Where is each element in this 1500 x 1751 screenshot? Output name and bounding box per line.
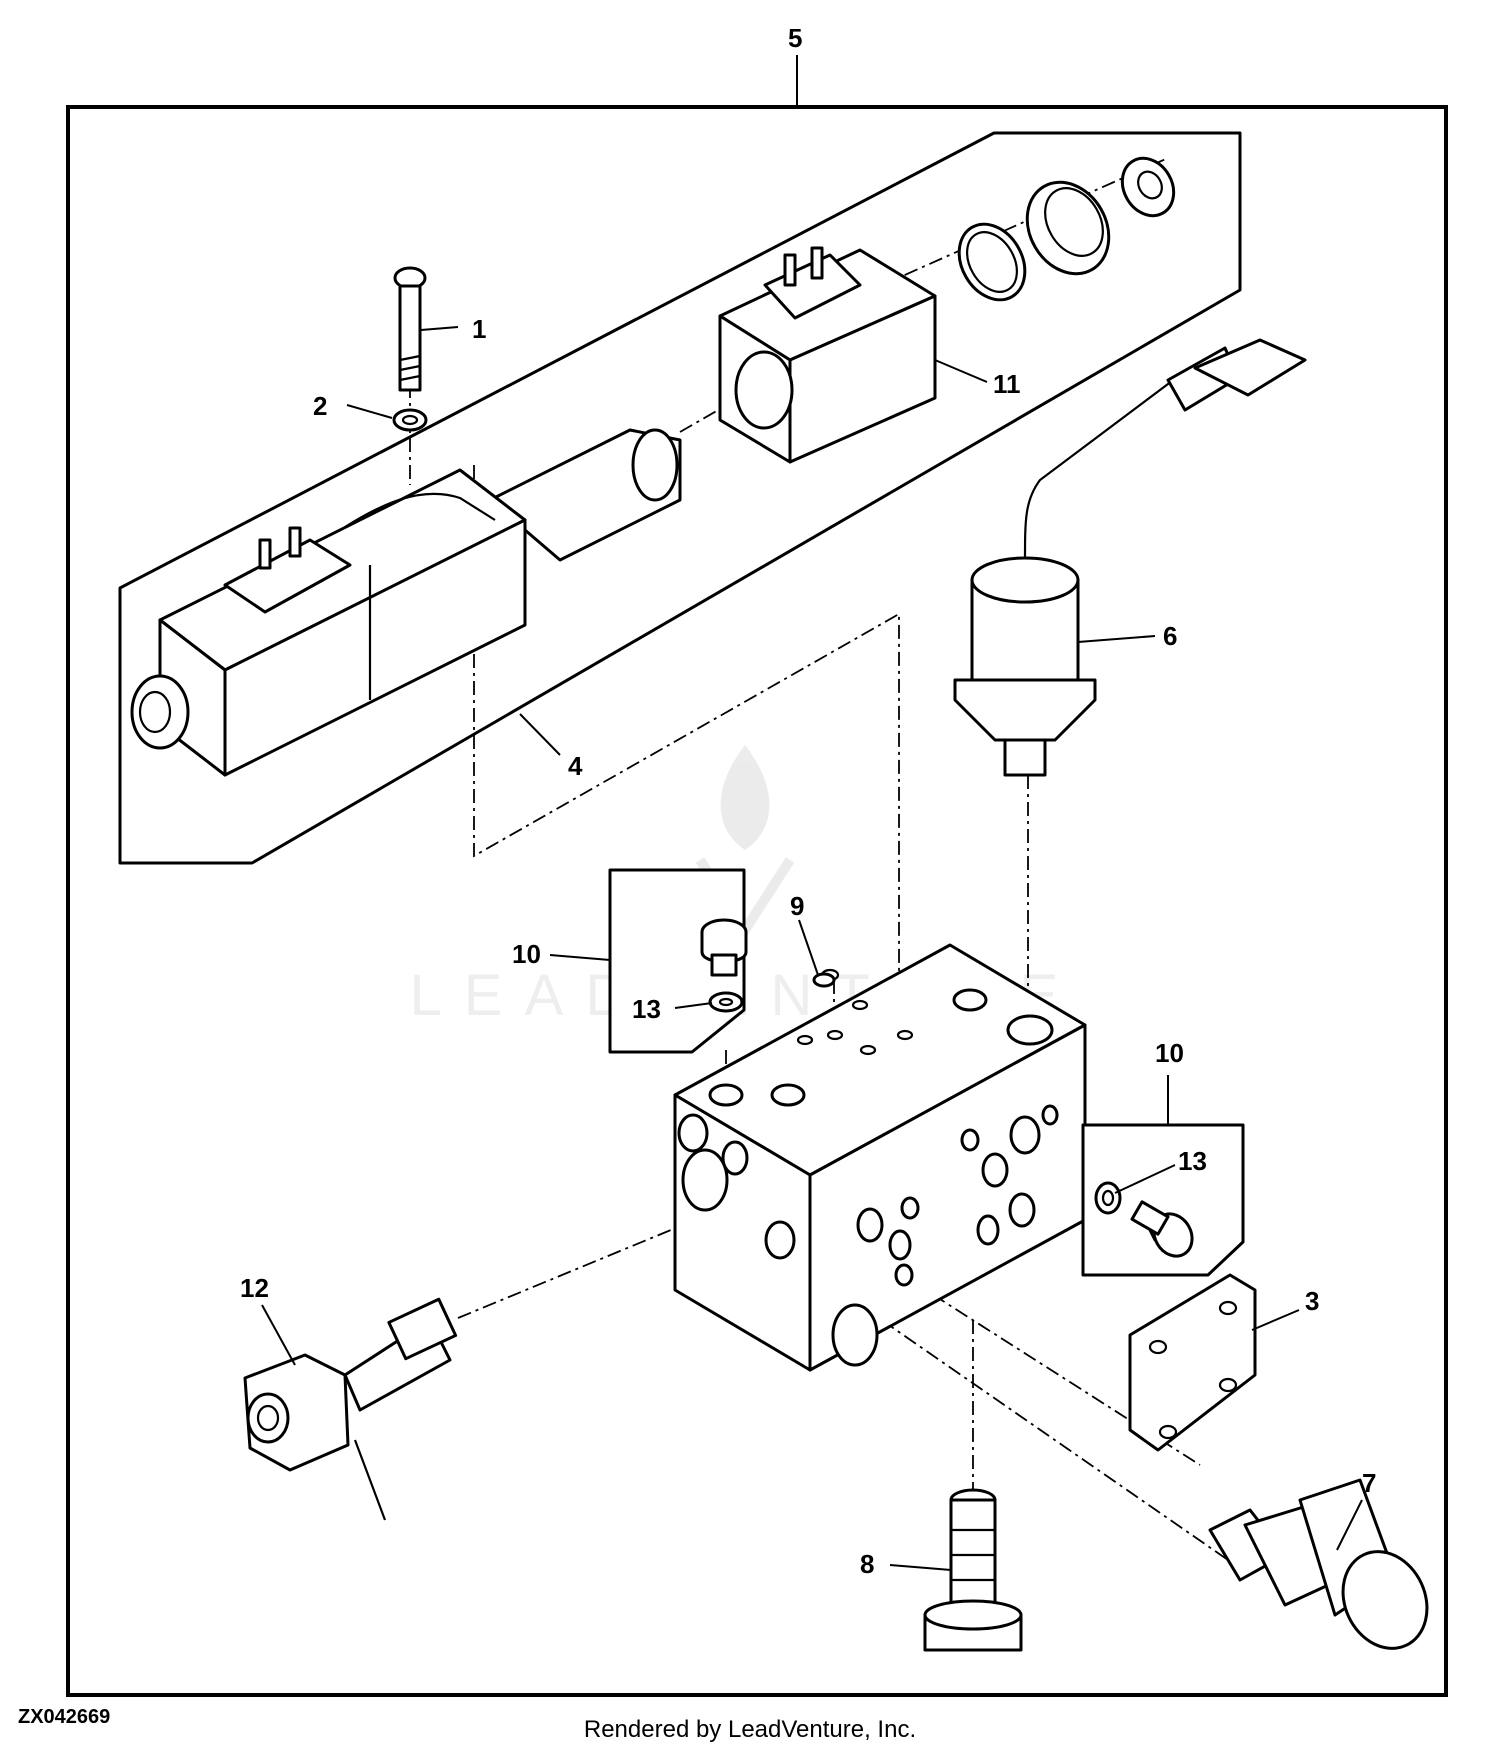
callout-11: 11 — [993, 369, 1021, 399]
callout-2: 2 — [313, 391, 327, 421]
callout-13-right: 13 — [1178, 1146, 1207, 1176]
callout-13-left: 13 — [632, 994, 661, 1024]
callout-1: 1 — [472, 314, 486, 344]
callout-7: 7 — [1362, 1468, 1376, 1498]
callout-labels: 1 2 3 4 5 6 7 8 9 10 10 11 12 13 13 — [240, 23, 1376, 1579]
assembly-frame — [66, 105, 1448, 1697]
plug-kit-box-left — [608, 868, 748, 1054]
callout-6: 6 — [1163, 621, 1177, 651]
callout-9: 9 — [790, 891, 804, 921]
cartridge-valve-part — [923, 1488, 1023, 1652]
plug-kit-box-right — [1081, 1123, 1245, 1277]
coil-part — [718, 246, 937, 464]
pressure-switch-part — [953, 338, 1307, 777]
o-ring-part — [957, 222, 1027, 302]
manifold-block — [673, 943, 1087, 1372]
callout-10-left: 10 — [512, 939, 541, 969]
relief-valve-part — [1208, 1478, 1429, 1650]
callout-3: 3 — [1305, 1286, 1319, 1316]
cap-part — [1025, 180, 1111, 276]
render-credit: Rendered by LeadVenture, Inc. — [583, 1716, 917, 1743]
callout-4: 4 — [568, 751, 583, 781]
callout-10-right: 10 — [1155, 1038, 1184, 1068]
callout-12: 12 — [240, 1273, 269, 1303]
solenoid-valve-part — [130, 428, 682, 777]
figure-id: ZX042669 — [18, 1706, 111, 1728]
small-o-ring-part — [812, 972, 836, 988]
callout-8: 8 — [860, 1549, 874, 1579]
callout-leaders — [261, 55, 1363, 1571]
solenoid-cartridge-part — [243, 1297, 458, 1521]
bolt-part — [393, 266, 427, 392]
nut-part — [1120, 156, 1176, 218]
washer-part — [392, 408, 428, 432]
callout-5: 5 — [788, 23, 802, 53]
cover-plate-part — [1128, 1273, 1257, 1452]
